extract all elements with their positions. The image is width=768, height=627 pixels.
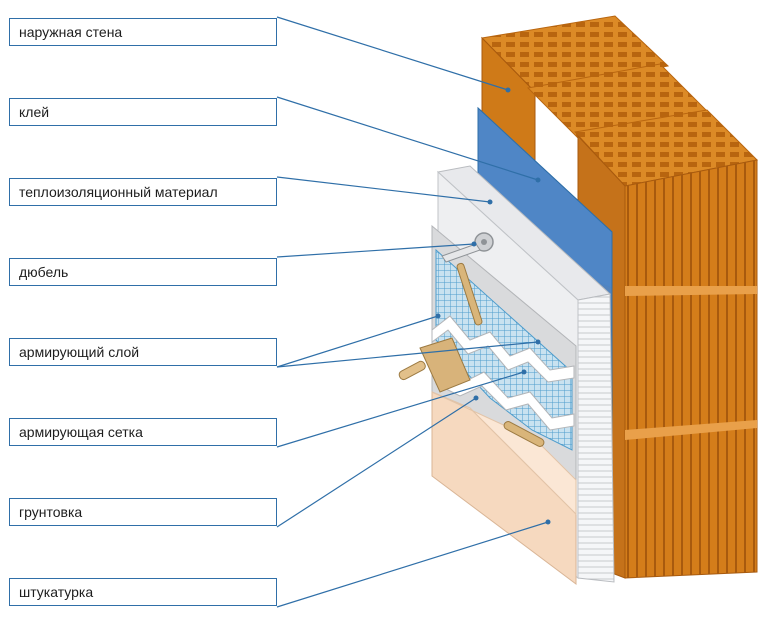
label-text: клей	[19, 104, 50, 120]
label-glue: клей	[9, 98, 277, 126]
label-text: дюбель	[19, 264, 69, 280]
leader-dots	[435, 87, 551, 525]
label-primer: грунтовка	[9, 498, 277, 526]
label-text: наружная стена	[19, 24, 123, 40]
label-text: штукатурка	[19, 584, 94, 600]
dowel-icon	[441, 232, 494, 263]
label-reinforcing-layer: армирующий слой	[9, 338, 277, 366]
label-plaster: штукатурка	[9, 578, 277, 606]
label-text: грунтовка	[19, 504, 83, 520]
torn-edge	[431, 315, 575, 383]
label-outer-wall: наружная стена	[9, 18, 277, 46]
label-text: теплоизоляционный материал	[19, 184, 218, 200]
spatula-icon	[398, 262, 545, 447]
label-insulation: теплоизоляционный материал	[9, 178, 277, 206]
label-text: армирующая сетка	[19, 424, 143, 440]
label-dowel: дюбель	[9, 258, 277, 286]
label-text: армирующий слой	[19, 344, 140, 360]
label-reinforcing-mesh: армирующая сетка	[9, 418, 277, 446]
leader-lines	[276, 16, 549, 608]
